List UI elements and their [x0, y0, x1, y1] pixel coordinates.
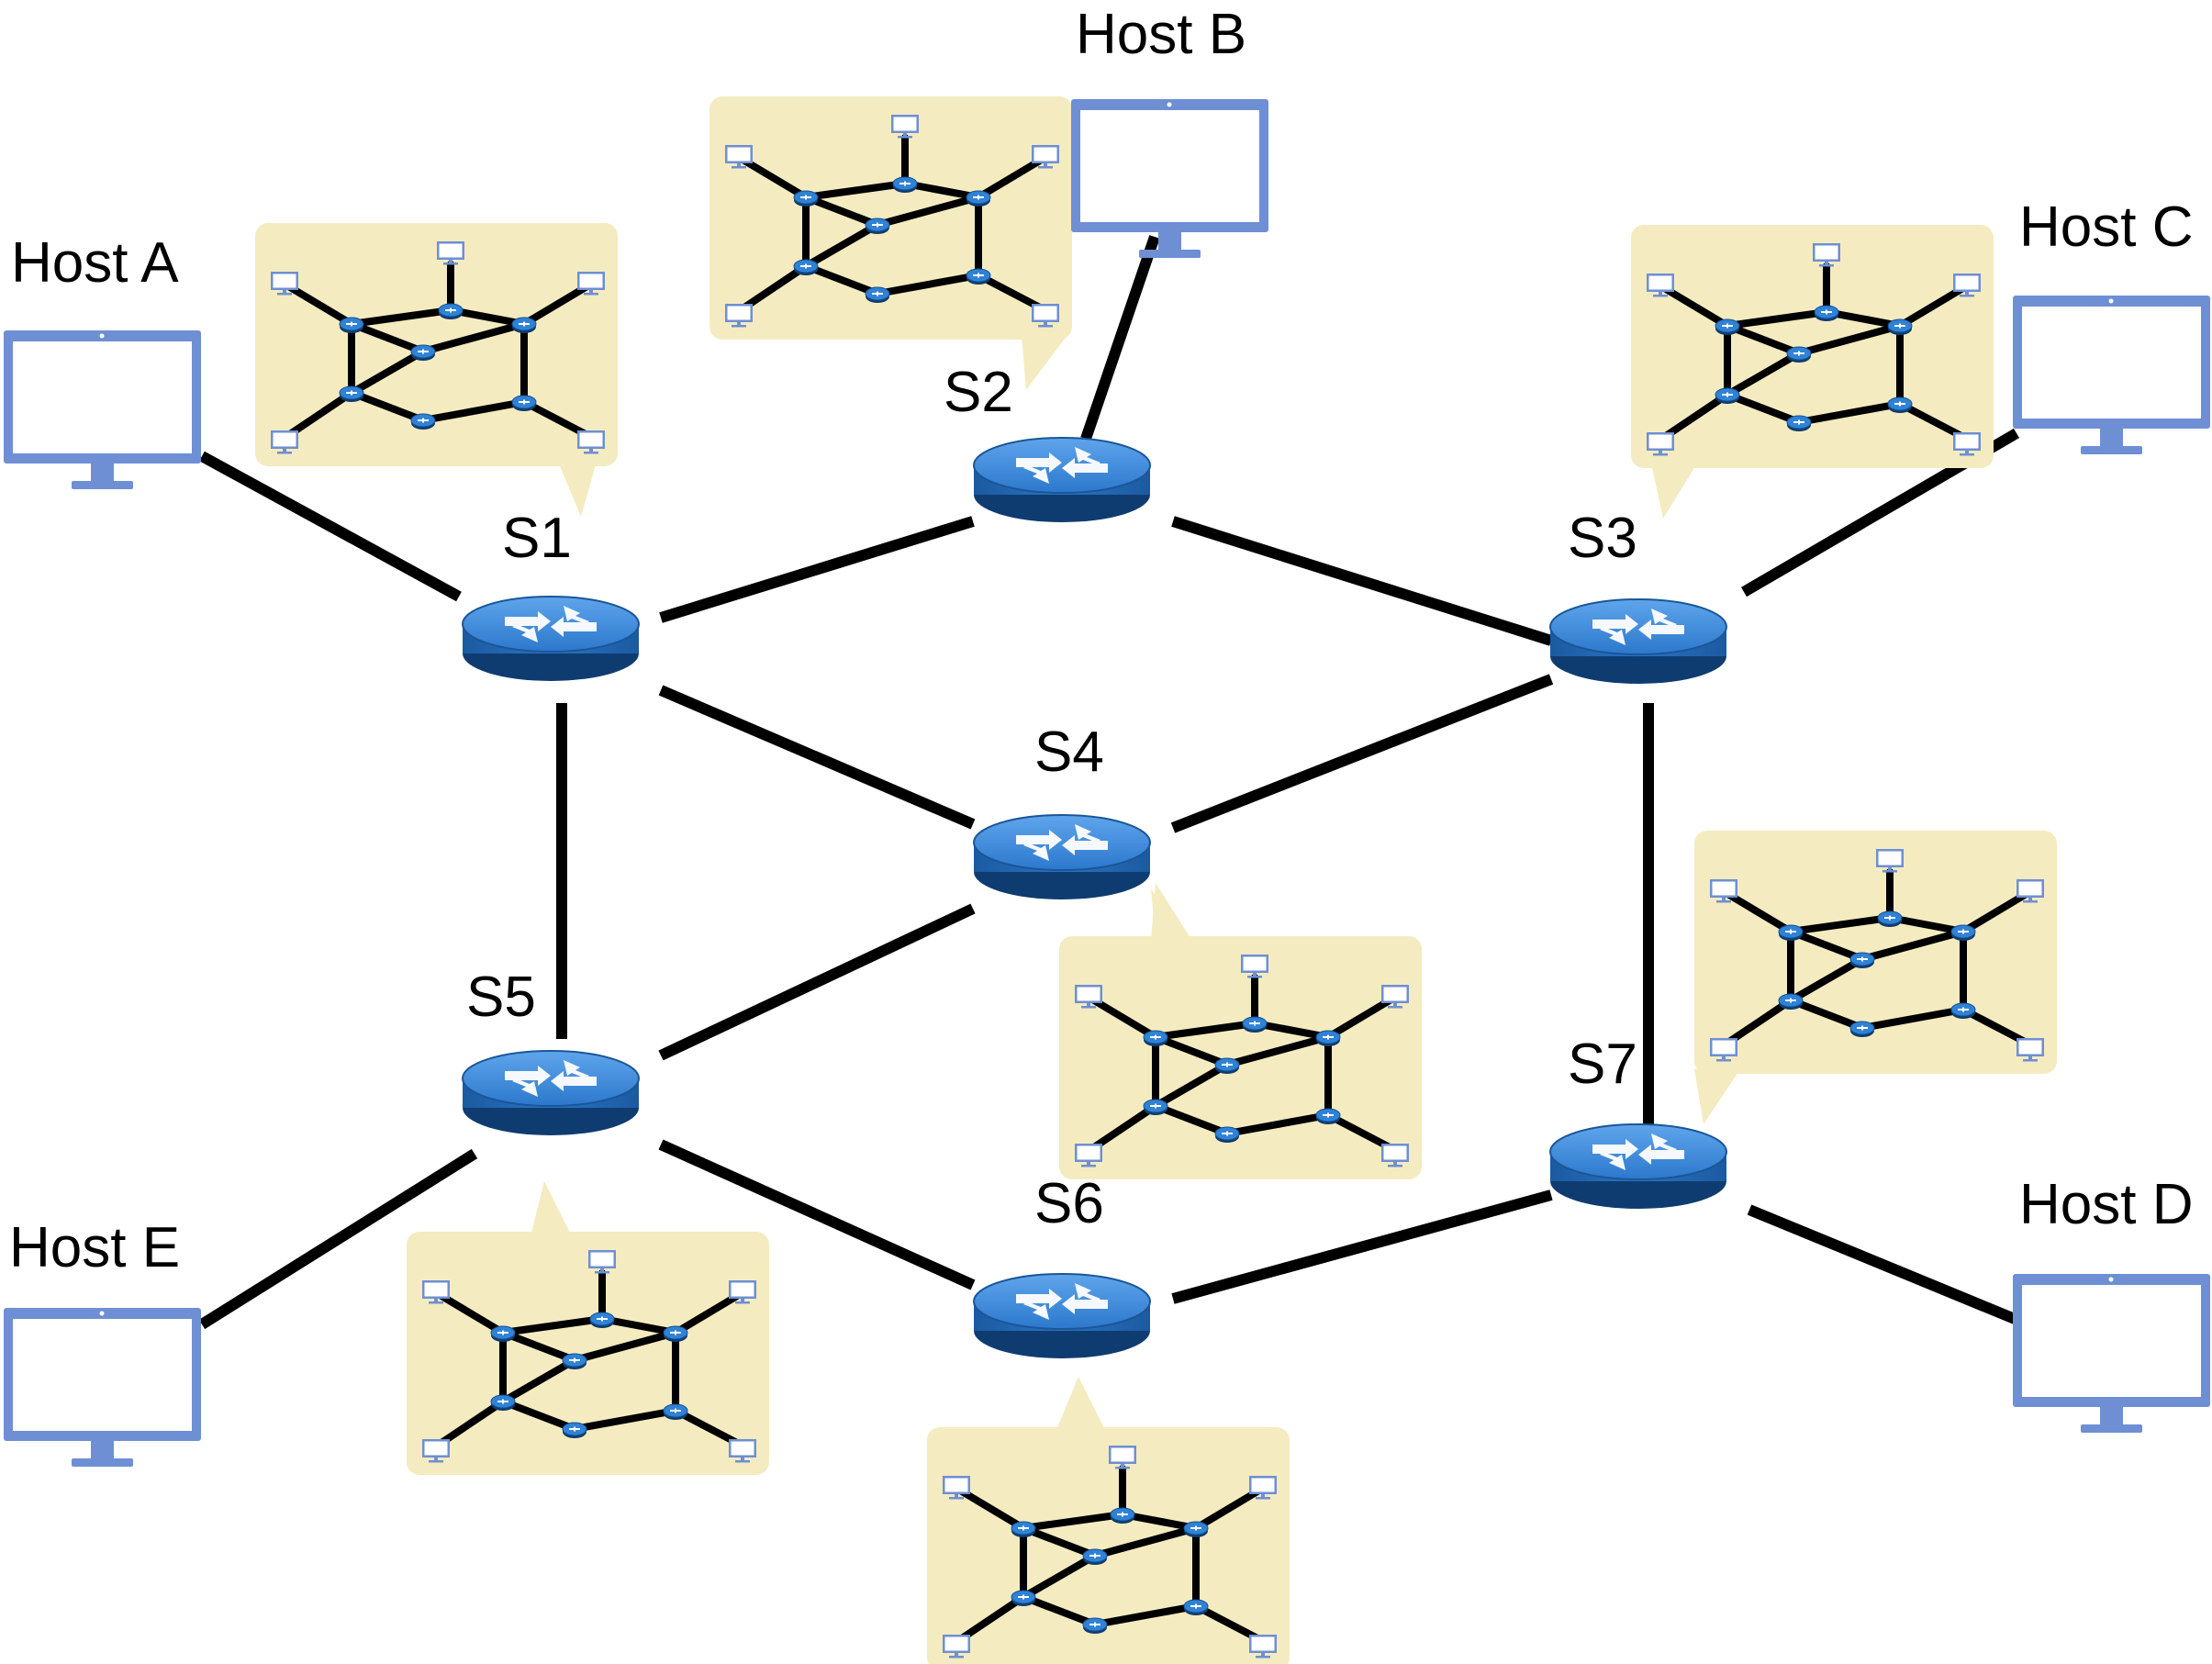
switch-label-s6: S6 [1034, 1172, 1104, 1235]
switch-label-s2: S2 [944, 361, 1013, 424]
host-c: Host C [2013, 195, 2210, 454]
router-icon [1549, 598, 1727, 685]
network-topology-icon [407, 1232, 769, 1475]
link-s4-s5 [658, 903, 976, 1061]
callout-s2 [709, 96, 1072, 390]
callout-s3 [1631, 225, 1994, 519]
host-d: Host D [2013, 1173, 2210, 1433]
callout-s1 [255, 223, 618, 517]
link-s6-s7 [1171, 1189, 1553, 1304]
link-s1-s2 [659, 516, 975, 623]
switch-label-s1: S1 [502, 507, 572, 570]
switch-s7: S7 [1549, 1033, 1727, 1210]
switch-s1: S1 [462, 507, 640, 682]
host-b: Host B [1071, 3, 1268, 258]
switch-s5: S5 [462, 966, 640, 1136]
router-icon [973, 1273, 1151, 1359]
hosts: Host A Host B Host C Host D Host E [4, 3, 2210, 1467]
monitor-icon [1071, 99, 1268, 258]
callouts [255, 96, 2057, 1664]
monitor-icon [2013, 296, 2210, 454]
host-a: Host A [4, 231, 201, 489]
router-icon [462, 1050, 640, 1136]
host-label-c: Host C [2019, 195, 2193, 259]
switch-label-s3: S3 [1568, 507, 1637, 570]
network-topology-icon [1059, 936, 1422, 1179]
callout-s4 [1059, 883, 1422, 1179]
switch-label-s7: S7 [1568, 1033, 1637, 1096]
link-s1-s4 [658, 685, 976, 830]
callout-s7 [1694, 831, 2057, 1124]
router-icon [462, 596, 640, 682]
host-label-e: Host E [9, 1216, 180, 1279]
network-topology-icon [927, 1427, 1290, 1664]
host-label-a: Host A [11, 231, 179, 295]
link-b-s2 [1080, 235, 1160, 441]
switches: S1 S2 S3 S4 S5 S6 S7 [462, 361, 1727, 1359]
switch-label-s4: S4 [1034, 720, 1104, 784]
monitor-icon [2013, 1274, 2210, 1433]
link-s2-s3 [1171, 516, 1553, 646]
network-topology-icon [709, 96, 1072, 340]
monitor-icon [4, 1308, 201, 1467]
switch-s4: S4 [973, 720, 1151, 900]
link-e-s5 [198, 1148, 478, 1330]
router-icon [1549, 1123, 1727, 1210]
link-s5-s6 [658, 1139, 976, 1290]
network-topology-icon [1694, 831, 2057, 1074]
host-e: Host E [4, 1216, 201, 1467]
router-icon [973, 437, 1151, 523]
router-icon [973, 814, 1151, 900]
callout-s6 [927, 1377, 1290, 1664]
switch-s2: S2 [944, 361, 1151, 523]
host-label-d: Host D [2019, 1173, 2193, 1236]
network-topology-icon [255, 223, 618, 466]
links [198, 235, 2020, 1330]
switch-s3: S3 [1549, 507, 1727, 685]
host-label-b: Host B [1076, 3, 1246, 66]
link-d-s7 [1747, 1204, 2017, 1324]
network-topology-icon [1631, 225, 1994, 468]
switch-label-s5: S5 [466, 966, 536, 1029]
link-s3-s4 [1170, 674, 1554, 833]
link-a-s1 [199, 451, 462, 602]
monitor-icon [4, 330, 201, 489]
callout-s5 [407, 1181, 769, 1475]
switch-s6: S6 [973, 1172, 1151, 1359]
